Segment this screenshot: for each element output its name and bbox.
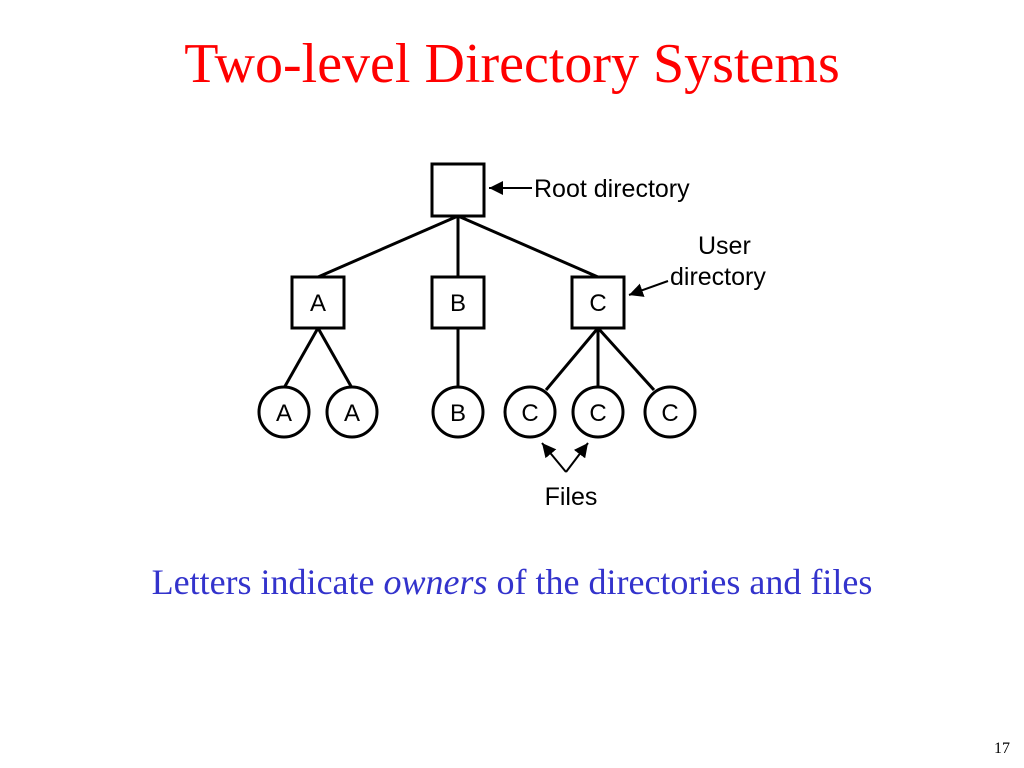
user-directory-box: [430, 275, 486, 330]
file-label: C: [589, 400, 606, 427]
caption-lead: Letters indicate: [151, 562, 384, 602]
file-circle: [325, 385, 379, 439]
edge-C-to-file-4: [544, 327, 600, 391]
caption-emphasis: owners: [383, 562, 488, 602]
file-node-5: C: [571, 385, 625, 439]
file-circle: [571, 385, 625, 439]
file-circle: [503, 385, 557, 439]
root-edges: [317, 214, 599, 279]
user-directory-B: B: [430, 275, 486, 330]
file-node-1: A: [257, 385, 311, 439]
files-arrow-right: [565, 442, 589, 473]
edge-C-to-file-6: [596, 326, 656, 392]
file-label: C: [661, 400, 678, 427]
file-circle: [431, 385, 485, 439]
user-directory-box: [290, 275, 346, 330]
caption-tail: of the directories and files: [487, 562, 873, 602]
root-directory-box: [430, 162, 486, 218]
user-directory-label-line2: directory: [670, 263, 766, 291]
user-directory-label-line1: User: [698, 232, 751, 260]
file-label: B: [450, 400, 466, 427]
file-node-4: C: [503, 385, 557, 439]
file-node-2: A: [325, 385, 379, 439]
file-circle: [257, 385, 311, 439]
file-label: A: [344, 400, 360, 427]
edge-A-to-file-2: [316, 327, 354, 389]
user-directory-arrow: [628, 280, 669, 297]
user-directory-label: A: [310, 290, 326, 317]
file-node-6: C: [643, 385, 697, 439]
user-directory-label: C: [589, 290, 606, 317]
file-edges: [282, 326, 656, 392]
user-directory-label: B: [450, 290, 466, 317]
file-node-3: B: [431, 385, 485, 439]
files-arrow-left: [541, 442, 567, 473]
file-label: A: [276, 400, 292, 427]
page-number: 17: [994, 740, 1010, 757]
edge-root-to-A: [317, 214, 459, 279]
root-directory-label: Root directory: [534, 175, 690, 203]
files-label: Files: [545, 483, 598, 511]
slide-title: Two-level Directory Systems: [184, 33, 840, 95]
edge-A-to-file-1: [282, 327, 320, 389]
user-directory-box: [570, 275, 626, 330]
user-directory-A: A: [290, 275, 346, 330]
file-label: C: [521, 400, 538, 427]
edge-root-to-C: [457, 214, 599, 279]
user-directory-C: C: [570, 275, 626, 330]
file-circle: [643, 385, 697, 439]
slide-caption: Letters indicate owners of the directori…: [0, 558, 1024, 606]
